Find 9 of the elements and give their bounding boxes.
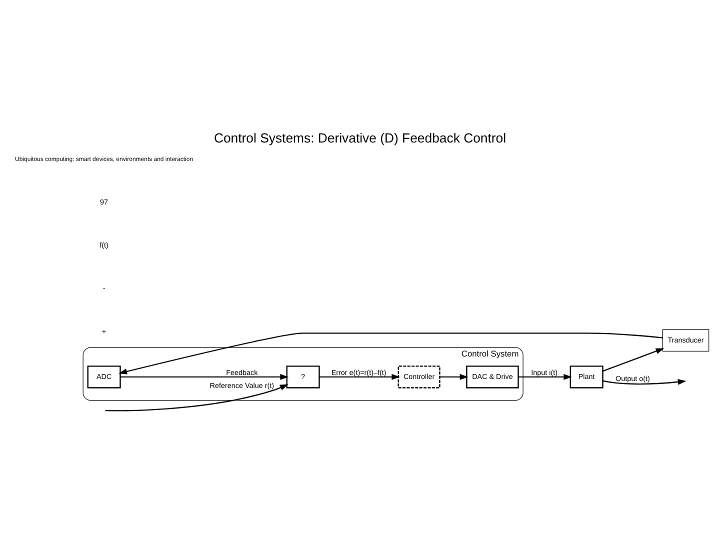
arrow xyxy=(440,374,468,380)
arrow xyxy=(105,384,288,411)
arrow xyxy=(602,378,686,384)
arrow xyxy=(120,374,289,380)
arrow xyxy=(118,332,663,374)
arrow xyxy=(319,374,400,380)
diagram-title: Control Systems: Derivative (D) Feedback Control xyxy=(214,130,506,145)
arrow xyxy=(602,348,664,372)
arrow xyxy=(518,374,572,380)
